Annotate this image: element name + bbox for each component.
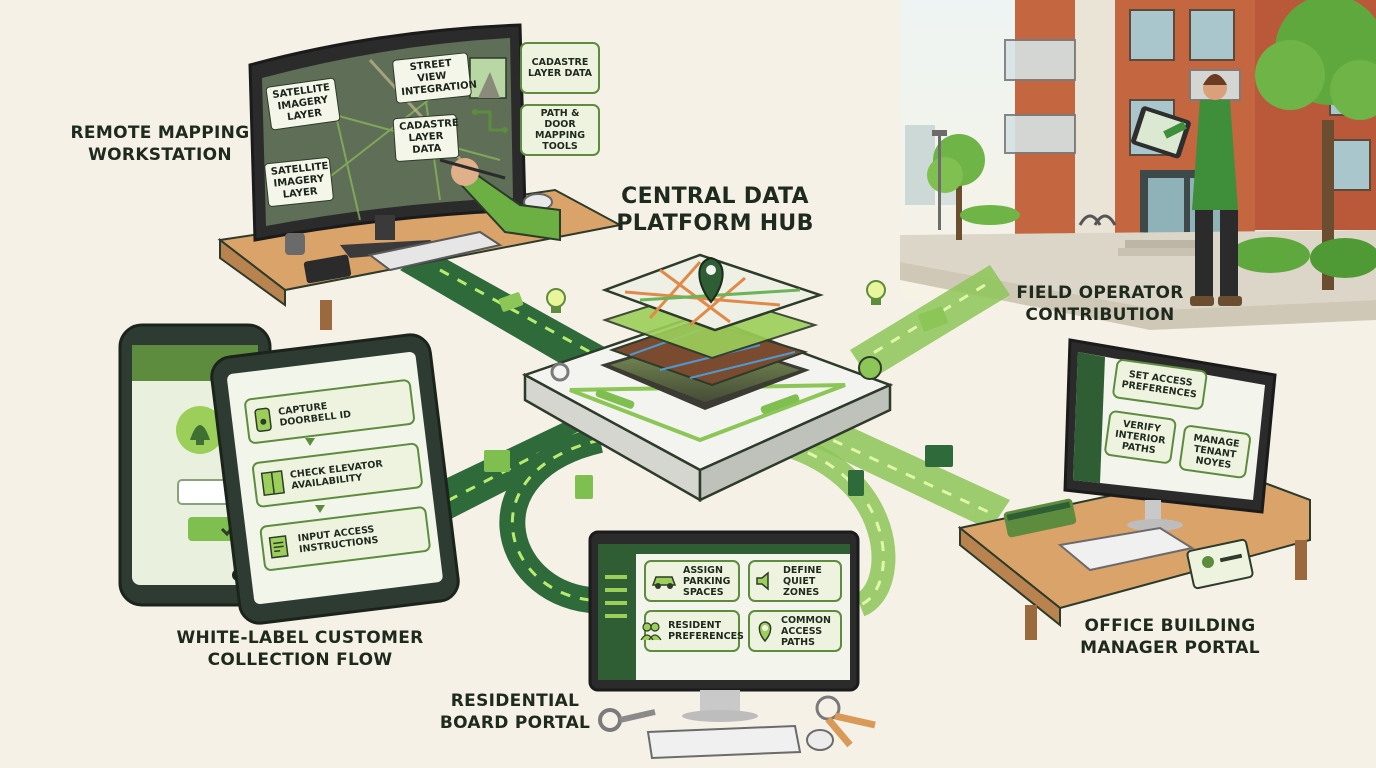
hub-title: CENTRAL DATA PLATFORM HUB [600,183,830,237]
elevator-icon [260,470,285,497]
flow-arrows [380,250,1010,617]
overlay-line: DATA [411,142,442,156]
field-operator-label: FIELD OPERATOR CONTRIBUTION [1005,282,1195,326]
map-pin-icon [698,256,724,304]
remote-mapping-label-line1: REMOTE MAPPING [70,123,250,143]
manage-tenant-notes-card[interactable]: MANAGE TENANT NOYES [1178,424,1252,480]
car-icon [651,576,677,589]
path-door-tools-card: PATH & DOOR MAPPING TOOLS [520,104,600,156]
satellite-layer-overlay-bottom: SATELLITE IMAGERY LAYER [263,156,335,208]
id-badge-icon [1186,538,1254,590]
instructions-icon [268,535,289,559]
card-line: PARKING [683,575,731,587]
street-view-overlay: STREET VIEW INTEGRATION [391,52,478,104]
card-text: COMMON ACCESS PATHS [781,615,835,648]
card-text: RESIDENT PREFERENCES [668,620,744,642]
card-text: DEFINE QUIET ZONES [783,565,835,598]
tablet-steps: CAPTURE DOORBELL ID CHECK ELEVATOR AVAIL… [236,370,441,591]
card-line: ZONES [783,586,820,598]
card-line: PATH & DOOR [540,108,580,130]
define-quiet-zones-card[interactable]: DEFINE QUIET ZONES [748,560,842,602]
step-text: CHECK ELEVATOR AVAILABILITY [289,455,415,492]
common-access-paths-card[interactable]: COMMON ACCESS PATHS [748,610,842,652]
card-line: PATHS [781,636,815,648]
remote-mapping-label-line2: WORKSTATION [88,145,232,165]
assign-parking-card[interactable]: ASSIGN PARKING SPACES [644,560,740,602]
input-access-step[interactable]: INPUT ACCESS INSTRUCTIONS [259,505,432,572]
bell-icon [176,406,224,454]
card-line: SPACES [683,586,724,598]
card-line: TOOLS [542,141,578,152]
field-operator-figure [1131,74,1242,306]
office-portal-label-line2: MANAGER PORTAL [1080,638,1260,658]
people-icon [640,622,662,641]
residential-portal-label-line1: RESIDENTIAL [450,691,580,711]
central-hub-device [521,253,894,503]
doorbell-icon [254,407,272,432]
capture-doorbell-step[interactable]: CAPTURE DOORBELL ID [243,378,416,445]
card-line: LAYER DATA [527,68,593,79]
cadastre-overlay: CADASTRE LAYER DATA [392,113,460,163]
hub-title-line1: CENTRAL DATA [621,184,809,209]
gear-icon [550,362,570,382]
remote-mapping-label: REMOTE MAPPING WORKSTATION [60,122,260,166]
residential-portal-label: RESIDENTIAL BOARD PORTAL [430,690,600,734]
card-line: ASSIGN [683,564,723,576]
resident-preferences-card[interactable]: RESIDENT PREFERENCES [640,610,744,652]
location-icon [758,621,772,642]
card-line: MAPPING [534,130,585,141]
step-text: INPUT ACCESS INSTRUCTIONS [297,518,423,555]
cadastre-side-card: CADASTRE LAYER DATA [520,42,600,94]
card-text: ASSIGN PARKING SPACES [683,565,733,598]
card-line: ACCESS [781,625,823,637]
key-icon [598,695,876,748]
card-line: CADASTRE [531,57,589,68]
customer-flow-label-line2: COLLECTION FLOW [207,650,393,670]
hub-title-line2: PLATFORM HUB [616,211,814,236]
card-line: COMMON [781,614,831,626]
field-operator-label-line1: FIELD OPERATOR [1016,283,1184,303]
field-operator-label-line2: CONTRIBUTION [1025,305,1175,325]
card-line: QUIET [783,575,816,587]
step-text: CAPTURE DOORBELL ID [278,391,408,429]
office-portal-screen: SET ACCESS PREFERENCES VERIFY INTERIOR P… [1100,358,1265,498]
lightbulb-icon [546,280,886,313]
street-scene [900,0,1376,330]
check-elevator-step[interactable]: CHECK ELEVATOR AVAILABILITY [251,442,424,509]
office-portal-label-line1: OFFICE BUILDING [1084,616,1256,636]
verify-interior-paths-card[interactable]: VERIFY INTERIOR PATHS [1103,409,1178,465]
customer-flow-label: WHITE-LABEL CUSTOMER COLLECTION FLOW [170,627,430,671]
card-line: DEFINE [783,564,822,576]
office-portal-label: OFFICE BUILDING MANAGER PORTAL [1065,615,1275,659]
residential-portal-label-line2: BOARD PORTAL [439,713,591,733]
card-line: PREFERENCES [668,631,744,642]
customer-flow-label-line1: WHITE-LABEL CUSTOMER [176,628,424,648]
card-line: RESIDENT [668,620,722,631]
speaker-icon [756,571,769,591]
